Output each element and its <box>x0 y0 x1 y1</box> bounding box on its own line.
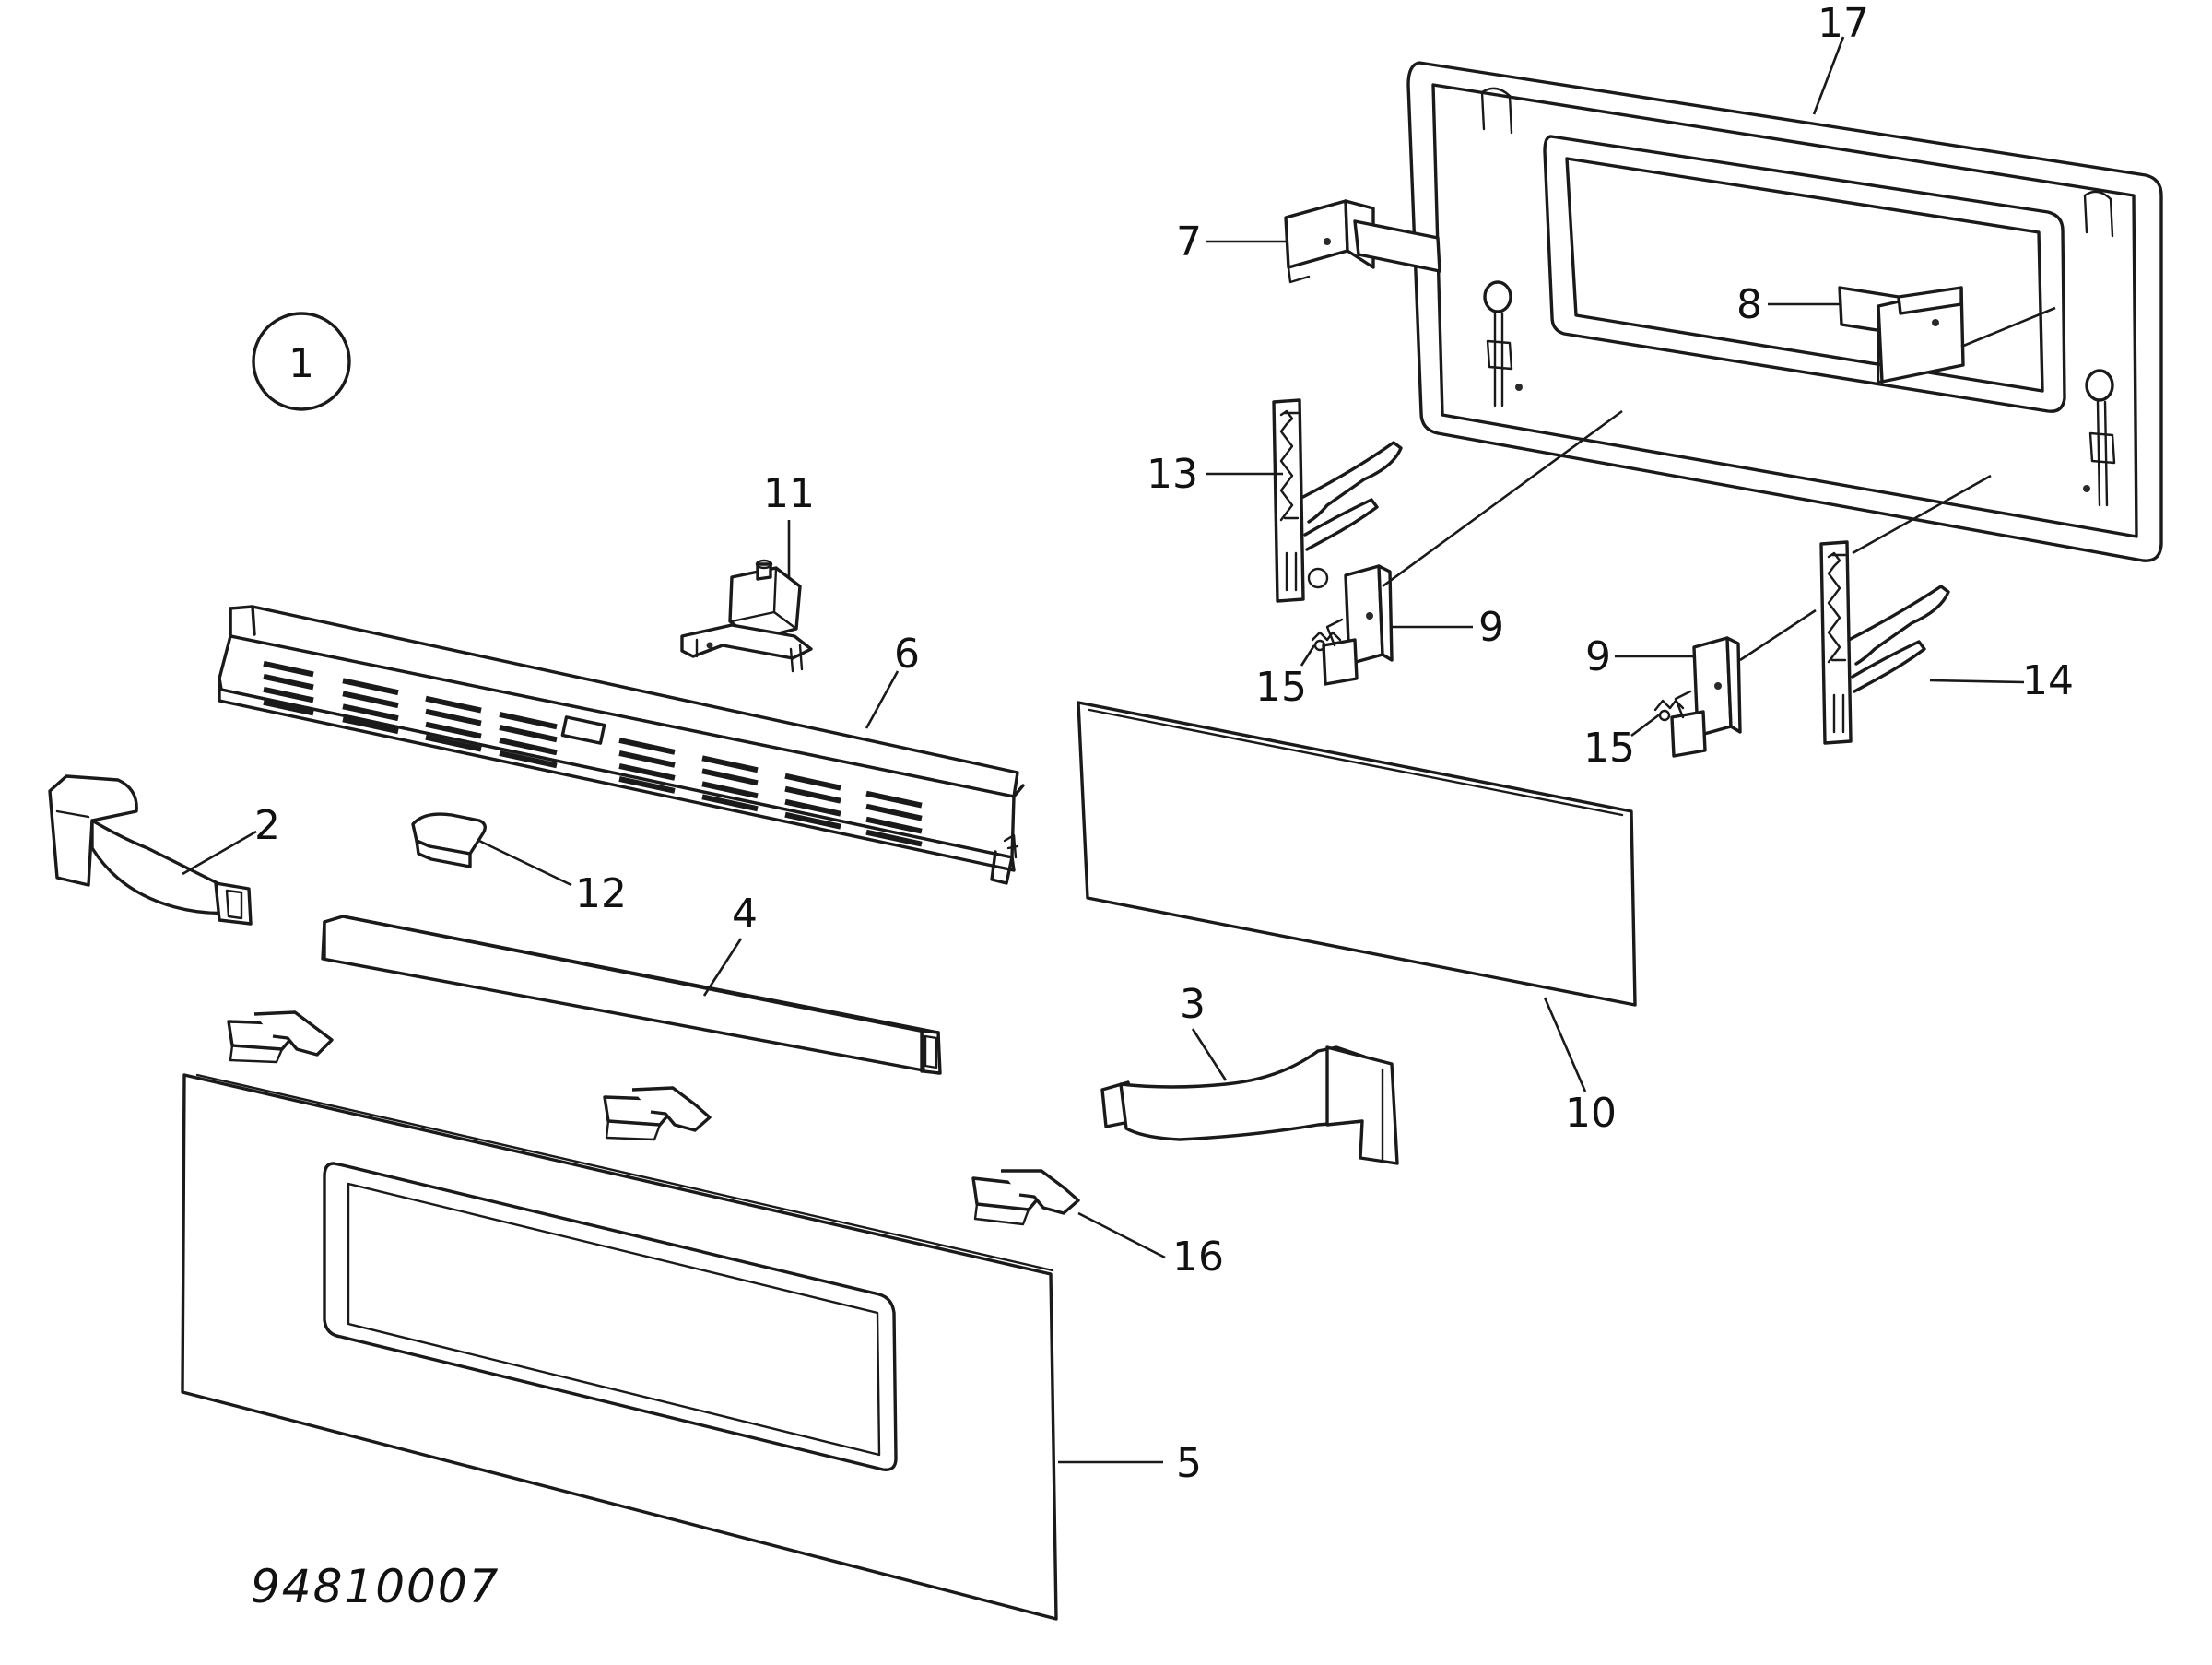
vent-slot <box>499 737 558 756</box>
vent-slot <box>342 691 399 709</box>
part-16-clip-a <box>227 1010 334 1064</box>
vent-slot <box>701 794 759 812</box>
part-3-handle-end-right <box>1100 1045 1399 1165</box>
callout-5: 5 <box>1176 1440 1202 1487</box>
callout-7: 7 <box>1176 218 1202 266</box>
part-2-handle-end-left <box>48 774 253 926</box>
callout-13: 13 <box>1147 451 1198 498</box>
vent-slot <box>425 695 482 714</box>
part-9-hinge-bracket-left <box>1322 564 1394 686</box>
leader-3 <box>1191 1028 1228 1081</box>
leader-6 <box>865 670 900 729</box>
vent-slot <box>425 708 482 726</box>
vent-slot <box>865 790 923 809</box>
part-4-rail-bar <box>321 915 942 1075</box>
drawing-code: 94810007 <box>251 1560 500 1613</box>
part-16-clip-b <box>603 1086 712 1141</box>
vent-slot <box>263 660 314 678</box>
leader-15-left <box>1300 644 1316 667</box>
vent-slot <box>784 785 841 804</box>
vent-slot <box>342 716 399 735</box>
figure-number-badge: 1 <box>252 312 351 411</box>
callout-9-right: 9 <box>1585 633 1611 680</box>
vent-slot <box>784 773 841 791</box>
callout-2: 2 <box>254 802 280 849</box>
vent-slot <box>263 673 314 691</box>
leader-9-right <box>1615 474 1992 662</box>
vent-slot <box>263 699 314 716</box>
part-13-hinge <box>1272 398 1403 603</box>
leader-14 <box>1929 679 2025 684</box>
leader-lines <box>182 36 2056 1464</box>
callout-3: 3 <box>1180 981 1206 1028</box>
leader-12 <box>478 839 572 887</box>
part-17-inner-door-frame <box>1406 61 2163 562</box>
vent-slot <box>499 711 558 730</box>
leader-16 <box>1077 1211 1166 1259</box>
vent-slot <box>618 750 676 768</box>
vent-slot <box>425 734 482 752</box>
vent-slot <box>865 803 923 821</box>
vent-slot <box>865 829 923 847</box>
part-9-hinge-bracket-right <box>1670 636 1742 758</box>
callout-6: 6 <box>894 631 920 678</box>
part-16-clip-c <box>971 1169 1080 1226</box>
vent-slot <box>263 686 314 703</box>
part-7-bracket <box>1284 199 1441 284</box>
callout-10: 10 <box>1565 1090 1617 1137</box>
vent-slot <box>618 776 676 794</box>
callout-16: 16 <box>1172 1234 1224 1281</box>
leader-10 <box>1543 997 1587 1092</box>
part-14-hinge <box>1819 540 1950 745</box>
part-10-glass-panel <box>1077 701 1637 1007</box>
callout-17: 17 <box>1818 0 1869 47</box>
leader-8 <box>1768 302 2056 348</box>
vent-slot <box>865 816 923 834</box>
vent-slot <box>425 721 482 739</box>
part-15-spring-left <box>1311 631 1342 652</box>
part-12-clip <box>411 812 487 868</box>
callout-4: 4 <box>732 891 758 938</box>
vent-slot <box>499 724 558 743</box>
vent-slot <box>499 750 558 769</box>
vent-slot <box>342 678 399 696</box>
part-6-vent-slots <box>263 660 923 847</box>
vent-slot <box>701 781 759 799</box>
leader-4 <box>702 938 743 997</box>
callout-14: 14 <box>2022 657 2074 704</box>
vent-slot <box>701 768 759 786</box>
vent-slot <box>618 763 676 781</box>
part-5-outer-door-panel <box>181 1073 1058 1621</box>
leader-15-right <box>1630 712 1662 738</box>
callout-11: 11 <box>763 470 815 517</box>
figure-number: 1 <box>288 340 314 387</box>
vent-slot <box>342 703 399 722</box>
vent-slot <box>784 811 841 830</box>
part-11-door-switch <box>680 559 813 673</box>
vent-slot <box>701 755 759 773</box>
vent-slot <box>784 798 841 817</box>
leader-2 <box>182 830 257 876</box>
leader-9-left <box>1382 409 1623 629</box>
part-8-bracket <box>1838 286 1965 384</box>
callout-9-left: 9 <box>1478 604 1504 651</box>
callout-12: 12 <box>575 870 627 917</box>
callout-15-right: 15 <box>1583 725 1635 772</box>
callout-8: 8 <box>1736 281 1762 328</box>
vent-slot <box>618 738 676 755</box>
callout-labels: 17 7 8 13 9 9 14 15 15 11 6 2 12 4 3 10 … <box>254 0 2074 1487</box>
callout-15-left: 15 <box>1255 664 1307 711</box>
leader-17 <box>1812 36 1845 115</box>
